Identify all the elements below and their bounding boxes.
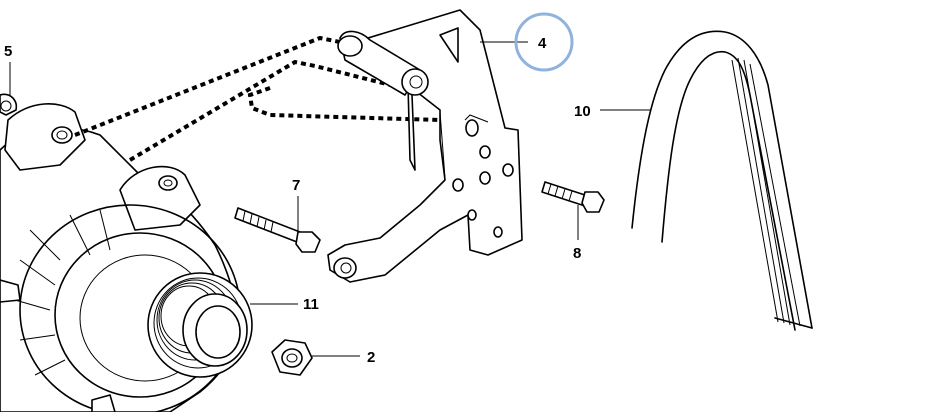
callout-8: 8 (573, 245, 581, 262)
bolt-7 (234, 207, 321, 253)
nut-2 (271, 339, 313, 376)
bolt-8 (541, 181, 605, 213)
v-belt (631, 30, 813, 331)
callout-4: 4 (538, 35, 547, 52)
leader-lines (9, 41, 650, 357)
highlight-circle (514, 12, 574, 72)
callout-11: 11 (303, 296, 319, 313)
callout-2: 2 (367, 349, 375, 366)
bracket (327, 9, 523, 283)
callout-7: 7 (292, 177, 300, 194)
callout-5: 5 (4, 43, 12, 60)
pulley (147, 272, 253, 378)
callout-10: 10 (574, 103, 591, 120)
